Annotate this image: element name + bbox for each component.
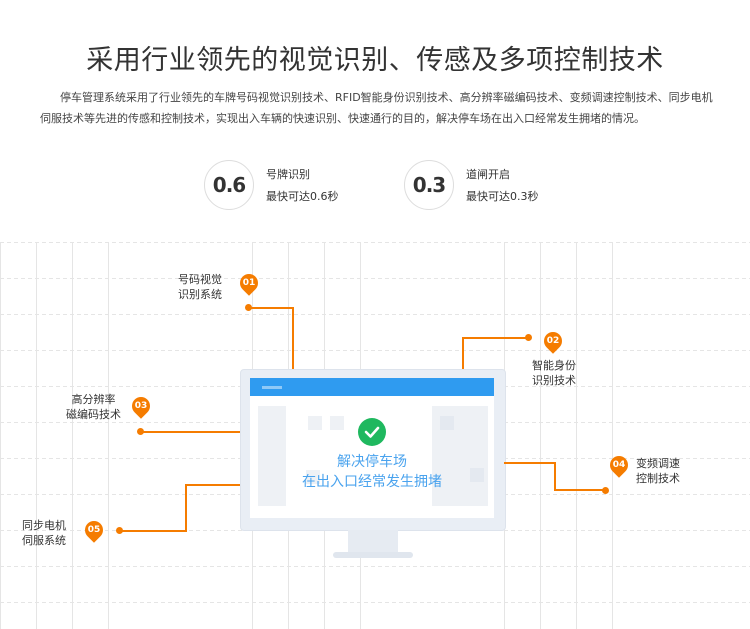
pin-number-01: 01 (242, 278, 256, 288)
callout-line: 变频调速 (636, 457, 680, 470)
stat-label: 道闸开启 (466, 168, 510, 181)
connector-line-05 (185, 484, 187, 532)
screen-message-line2: 在出入口经常发生拥堵 (302, 474, 442, 490)
screen-message-line1: 解决停车场 (337, 454, 407, 470)
screen-placeholder (440, 416, 454, 430)
pin-number-05: 05 (87, 525, 101, 535)
callout-line: 同步电机 (22, 519, 66, 532)
callout-line: 磁编码技术 (66, 408, 121, 421)
pin-number-03: 03 (134, 401, 148, 411)
connector-dot-02 (525, 334, 532, 341)
callout-label-04: 变频调速 控制技术 (636, 456, 680, 486)
screen-placeholder (330, 416, 344, 430)
pin-number-02: 02 (546, 336, 560, 346)
connector-line-04 (554, 489, 604, 491)
connector-dot-05 (116, 527, 123, 534)
callout-label-03: 高分辨率 磁编码技术 (66, 392, 121, 422)
connector-dot-03 (137, 428, 144, 435)
stat-gate-open: 0.3 道闸开启 最快可达0.3秒 (404, 160, 574, 214)
stat-label: 号牌识别 (266, 168, 310, 181)
callout-line: 高分辨率 (71, 393, 116, 406)
monitor-base (333, 552, 413, 558)
intro-paragraph: 停车管理系统采用了行业领先的车牌号码视觉识别技术、RFID智能身份识别技术、高分… (40, 91, 713, 125)
callout-line: 伺服系统 (22, 534, 66, 547)
callout-label-01: 号码视觉 识别系统 (178, 272, 222, 302)
connector-line-03 (141, 431, 240, 433)
callout-line: 控制技术 (636, 472, 680, 485)
screen-message: 解决停车场 在出入口经常发生拥堵 (250, 452, 494, 492)
check-icon (358, 418, 386, 446)
callout-line: 智能身份 (532, 359, 576, 372)
connector-line-01 (292, 307, 294, 369)
connector-line-02 (462, 337, 464, 369)
connector-line-01 (249, 307, 293, 309)
stat-value-circle: 0.3 (404, 160, 454, 210)
monitor-neck (348, 530, 398, 554)
connector-line-04 (504, 462, 556, 464)
callout-label-02: 智能身份 识别技术 (532, 358, 576, 388)
page-title: 采用行业领先的视觉识别、传感及多项控制技术 (86, 45, 664, 76)
stat-sub: 最快可达0.6秒 (266, 190, 339, 203)
connector-dot-01 (245, 304, 252, 311)
screen-sidebar-placeholder (258, 406, 286, 506)
connector-line-02 (462, 337, 527, 339)
connector-line-04 (554, 462, 556, 490)
connector-line-05 (120, 530, 186, 532)
callout-line: 识别系统 (178, 288, 222, 301)
screen-placeholder (306, 470, 320, 484)
callout-line: 识别技术 (532, 374, 576, 387)
callout-line: 号码视觉 (178, 273, 222, 286)
screen-placeholder (470, 468, 484, 482)
screen-header-bar (250, 378, 494, 396)
connector-dot-04 (602, 487, 609, 494)
callout-label-05: 同步电机 伺服系统 (22, 518, 66, 548)
stat-value-circle: 0.6 (204, 160, 254, 210)
stat-sub: 最快可达0.3秒 (466, 190, 539, 203)
stat-plate-recognition: 0.6 号牌识别 最快可达0.6秒 (204, 160, 374, 214)
screen-placeholder (308, 416, 322, 430)
pin-number-04: 04 (612, 460, 626, 470)
connector-line-05 (185, 484, 240, 486)
